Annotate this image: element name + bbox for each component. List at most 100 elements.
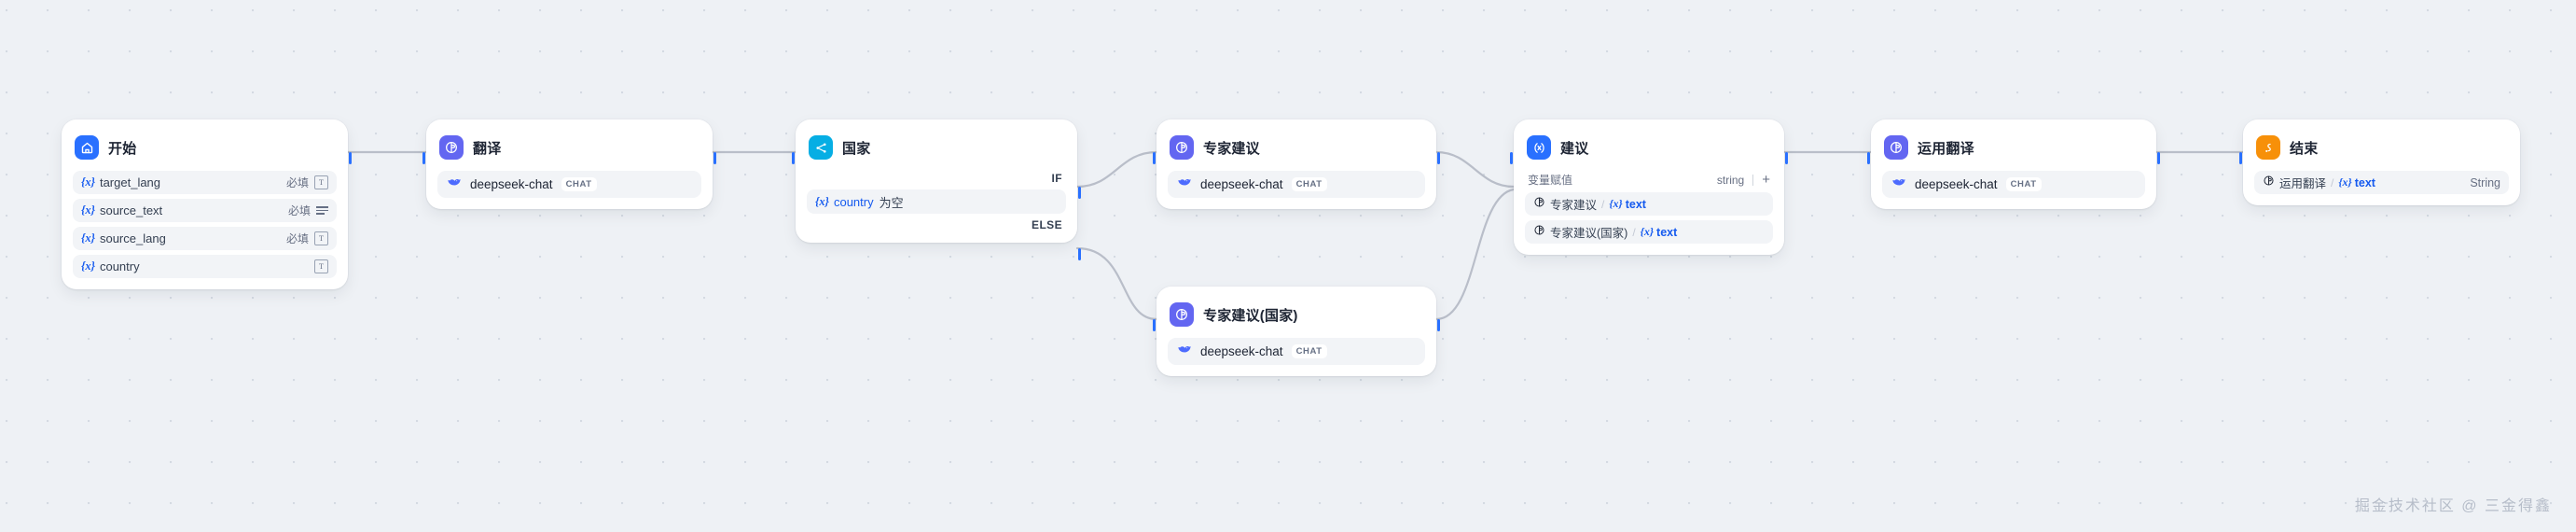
node-advice-assigner[interactable]: 建议 变量赋值 string + 专家建议 / {x} text <box>1510 119 1788 255</box>
model-type-badge: CHAT <box>561 177 597 191</box>
variable-x-icon: {x} <box>81 203 95 217</box>
watermark: 掘金技术社区 @ 三金得鑫 <box>2354 498 2552 514</box>
deepseek-whale-icon <box>1891 175 1907 195</box>
node-country-title: 国家 <box>842 140 871 157</box>
variable-required-label: 必填 <box>287 204 311 217</box>
variable-required-label: 必填 <box>285 176 309 189</box>
variable-x-icon: {x} <box>1609 197 1623 210</box>
node-translate-input-port[interactable] <box>422 152 425 164</box>
variable-name: source_text <box>99 203 163 217</box>
deepseek-whale-icon <box>447 175 463 195</box>
node-apply-translate-header: 运用翻译 <box>1882 131 2145 162</box>
node-country-condition[interactable]: 国家 IF {x} country 为空 ELSE <box>792 119 1081 260</box>
ref-variable-name: text <box>2354 175 2375 189</box>
node-translate-title: 翻译 <box>473 140 502 157</box>
paragraph-icon <box>316 204 328 217</box>
llm-icon <box>1170 135 1194 160</box>
node-start-title: 开始 <box>108 140 137 157</box>
assign-header: 变量赋值 string + <box>1525 172 1773 188</box>
node-advice-input-port[interactable] <box>1510 152 1513 164</box>
node-start-output-port[interactable] <box>349 152 352 164</box>
node-country-else-port[interactable] <box>1078 248 1081 260</box>
model-selector[interactable]: deepseek-chat CHAT <box>1168 338 1425 365</box>
node-advice-output-port[interactable] <box>1785 152 1788 164</box>
model-selector[interactable]: deepseek-chat CHAT <box>437 171 701 198</box>
node-advice-title: 建议 <box>1560 140 1589 157</box>
variable-name: country <box>99 259 140 273</box>
node-end-input-port[interactable] <box>2239 152 2242 164</box>
edge-expert-country-to-advice <box>1434 188 1516 321</box>
llm-node-ref-icon <box>1533 196 1545 213</box>
node-apply-translate-output-port[interactable] <box>2157 152 2160 164</box>
variable-required-label: 必填 <box>285 232 309 245</box>
node-country-if-port[interactable] <box>1078 187 1081 199</box>
add-variable-button[interactable]: + <box>1762 172 1770 188</box>
node-translate[interactable]: 翻译 deepseek-chat CHAT <box>422 119 716 209</box>
node-translate-output-port[interactable] <box>713 152 716 164</box>
node-start[interactable]: 开始 {x} target_lang 必填 T {x} source_text … <box>62 119 352 289</box>
model-type-badge: CHAT <box>1291 344 1327 358</box>
ref-separator: / <box>1601 197 1605 211</box>
condition-variable: country <box>833 194 874 209</box>
node-apply-translate-input-port[interactable] <box>1867 152 1870 164</box>
node-expert-advice-header: 专家建议 <box>1168 131 1425 162</box>
ref-node-name: 运用翻译 <box>2279 177 2327 190</box>
start-variable-row[interactable]: {x} source_lang 必填 T <box>73 227 337 250</box>
edge-expert-to-advice <box>1434 150 1516 189</box>
condition-operator: 为空 <box>879 195 904 210</box>
node-expert-advice-input-port[interactable] <box>1153 152 1156 164</box>
deepseek-whale-icon <box>1177 175 1193 195</box>
edge-if-to-expert <box>1075 150 1158 189</box>
assign-ref-row[interactable]: 专家建议 / {x} text <box>1525 192 1773 216</box>
llm-node-ref-icon <box>1533 224 1545 241</box>
node-translate-header: 翻译 <box>437 131 701 162</box>
node-apply-translate[interactable]: 运用翻译 deepseek-chat CHAT <box>1867 119 2160 209</box>
llm-icon <box>1170 302 1194 327</box>
node-expert-advice-title: 专家建议 <box>1203 140 1260 157</box>
start-variable-row[interactable]: {x} country T <box>73 255 337 278</box>
model-name: deepseek-chat <box>1915 177 1998 191</box>
node-country-input-port[interactable] <box>792 152 795 164</box>
assign-title: 变量赋值 <box>1528 174 1573 187</box>
ref-variable-name: text <box>1656 225 1678 239</box>
node-expert-advice-country[interactable]: 专家建议(国家) deepseek-chat CHAT <box>1153 287 1440 376</box>
node-advice-header: 建议 <box>1525 131 1773 162</box>
branch-if-label: IF <box>1051 172 1062 185</box>
model-type-badge: CHAT <box>2005 177 2042 191</box>
node-start-header: 开始 <box>73 131 337 162</box>
variable-assigner-icon <box>1527 135 1551 160</box>
node-expert-advice-country-input-port[interactable] <box>1153 319 1156 331</box>
model-selector[interactable]: deepseek-chat CHAT <box>1168 171 1425 198</box>
text-box-icon: T <box>314 231 328 245</box>
variable-x-icon: {x} <box>2338 175 2352 189</box>
node-end[interactable]: 结束 运用翻译 / {x} text String <box>2239 119 2520 205</box>
node-expert-advice[interactable]: 专家建议 deepseek-chat CHAT <box>1153 119 1440 209</box>
edge-else-to-expert-country <box>1075 246 1158 321</box>
end-output-row[interactable]: 运用翻译 / {x} text String <box>2254 171 2509 194</box>
start-variable-row[interactable]: {x} target_lang 必填 T <box>73 171 337 194</box>
model-type-badge: CHAT <box>1291 177 1327 191</box>
variable-x-icon: {x} <box>1640 225 1655 238</box>
model-name: deepseek-chat <box>470 177 553 191</box>
variable-x-icon: {x} <box>81 231 95 245</box>
deepseek-whale-icon <box>1177 342 1193 362</box>
condition-expression[interactable]: {x} country 为空 <box>807 189 1066 214</box>
home-icon <box>75 135 99 160</box>
variable-x-icon: {x} <box>81 259 95 273</box>
variable-x-icon: {x} <box>815 194 829 208</box>
ref-variable-name: text <box>1625 197 1646 211</box>
variable-name: target_lang <box>99 175 161 189</box>
node-expert-advice-output-port[interactable] <box>1437 152 1440 164</box>
assign-output-type: string <box>1716 173 1745 187</box>
model-selector[interactable]: deepseek-chat CHAT <box>1882 171 2145 198</box>
node-expert-advice-country-header: 专家建议(国家) <box>1168 298 1425 329</box>
llm-icon <box>439 135 464 160</box>
branch-icon <box>809 135 833 160</box>
node-expert-advice-country-output-port[interactable] <box>1437 319 1440 331</box>
ref-separator: / <box>2331 175 2334 189</box>
start-variable-row[interactable]: {x} source_text 必填 <box>73 199 337 222</box>
assign-ref-row[interactable]: 专家建议(国家) / {x} text <box>1525 220 1773 244</box>
node-expert-advice-country-title: 专家建议(国家) <box>1203 307 1298 324</box>
output-type-label: String <box>2470 175 2500 189</box>
